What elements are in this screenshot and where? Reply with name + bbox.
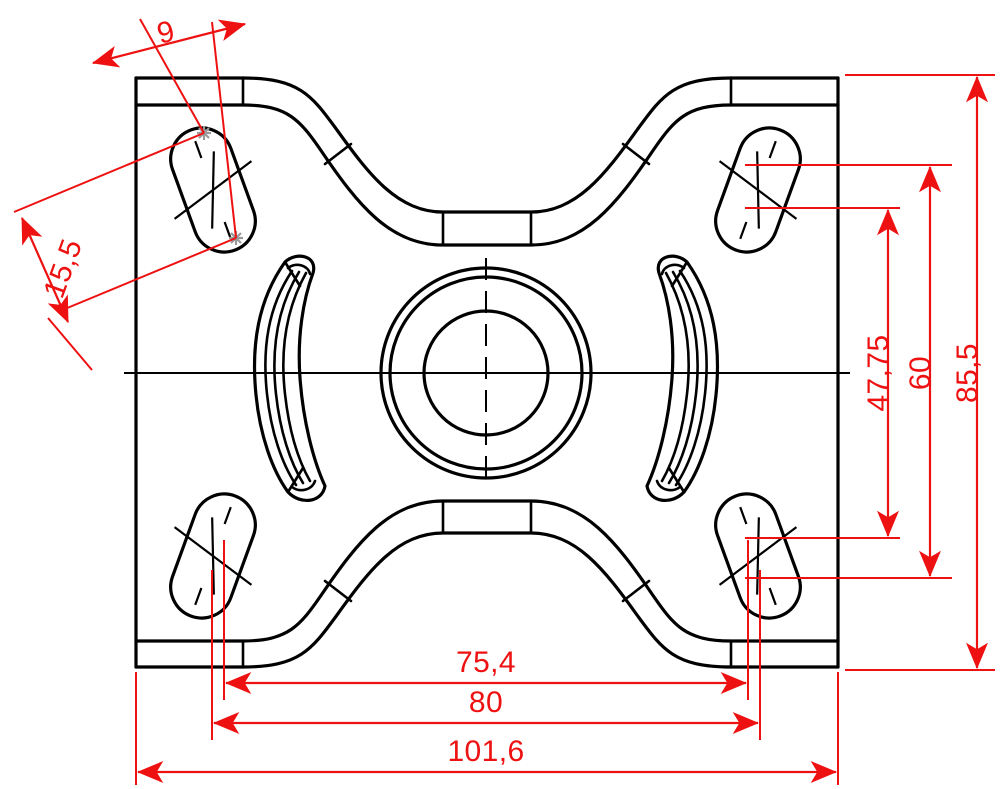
arc-slot-left-cap-bottom xyxy=(290,479,317,492)
dimension-9-group: 9 xyxy=(91,15,247,239)
arc-slot-left-tick-top xyxy=(283,260,302,288)
arc-slot-right-group xyxy=(645,254,720,502)
plate-bottom-band-outer xyxy=(241,531,733,669)
arc-slot-right-cap-top xyxy=(660,263,686,276)
dimension-60-group: 60 xyxy=(780,164,952,579)
dim-80-label: 80 xyxy=(469,686,503,719)
arc-slot-right-rib-3 xyxy=(660,271,690,483)
dimension-4775-group: 47,75 xyxy=(745,207,900,539)
plate-bottom-band-inner xyxy=(134,499,840,643)
dimension-754-group: 75,4 xyxy=(223,540,749,700)
plate-bottom-rib-2 xyxy=(323,579,353,603)
dim-855-label: 85,5 xyxy=(951,343,984,403)
arc-slot-right-cap-bottom xyxy=(655,479,682,492)
corner-slot-bottom-left-group xyxy=(169,492,257,620)
dimension-80-group: 80 xyxy=(211,570,761,740)
corner-slot-bottom-right-cl-major xyxy=(739,506,777,606)
plate-top-rib-2 xyxy=(323,142,353,166)
arc-slot-left-tick-bottom xyxy=(286,466,305,494)
corner-slot-bottom-left-cl-major xyxy=(194,506,232,606)
dimension-1016-group: 101,6 xyxy=(135,672,839,785)
arc-slot-left-cap-top xyxy=(286,263,312,276)
corner-slot-bottom-right-group xyxy=(714,492,802,620)
corner-slot-bottom-right-cl-cross-b xyxy=(756,517,760,595)
arc-slot-right-tick-top xyxy=(670,260,689,288)
plate-top-band-outer xyxy=(241,76,733,214)
corner-slot-top-right-cl-cross-b xyxy=(756,151,760,229)
arc-slot-left-outer xyxy=(252,254,327,502)
dim-9-line xyxy=(91,19,247,68)
corner-slot-bottom-right xyxy=(714,492,802,620)
corner-slot-top-right-group xyxy=(714,126,802,254)
arc-slot-right-rib-2 xyxy=(667,270,699,485)
dimension-155-group: 15,5 xyxy=(13,132,237,371)
arc-slot-right-rib-1 xyxy=(674,269,708,487)
corner-slot-top-left-group xyxy=(169,126,257,254)
dim-155-tail xyxy=(47,317,93,371)
dim-155-label: 15,5 xyxy=(38,235,90,303)
plate-top-rib-5 xyxy=(621,142,651,166)
plate-bottom-rib-5 xyxy=(621,579,651,603)
arc-slot-left-rib-1 xyxy=(264,269,298,487)
plate-top-band-inner xyxy=(134,103,840,247)
corner-slot-bottom-left xyxy=(169,492,257,620)
dim-60-label: 60 xyxy=(904,356,937,390)
dimension-855-group: 85,5 xyxy=(845,74,995,671)
dim-4775-label: 47,75 xyxy=(862,334,895,411)
arc-slot-left-rib-3 xyxy=(282,271,312,483)
part-outline-group xyxy=(134,76,840,669)
dim-155-ext-top xyxy=(13,132,205,213)
dim-754-label: 75,4 xyxy=(456,646,516,679)
corner-slot-top-left-cl-major xyxy=(194,140,232,240)
corner-slot-top-right-cl-major xyxy=(739,140,777,240)
corner-slot-top-left xyxy=(169,126,257,254)
dim-155-ext-bottom xyxy=(59,237,237,312)
dim-1016-label: 101,6 xyxy=(447,735,524,768)
arc-slot-right-tick-bottom xyxy=(667,466,686,494)
corner-slot-top-left-cl-cross-b xyxy=(211,151,215,229)
arc-slot-left-group xyxy=(252,254,327,502)
dim-155-line xyxy=(20,216,70,324)
corner-slot-bottom-left-cl-cross-b xyxy=(211,517,215,595)
arc-slot-right-outer xyxy=(645,254,720,502)
dimension-leader-group xyxy=(745,164,800,579)
corner-slot-top-right xyxy=(714,126,802,254)
arc-slot-left-rib-2 xyxy=(273,270,305,485)
